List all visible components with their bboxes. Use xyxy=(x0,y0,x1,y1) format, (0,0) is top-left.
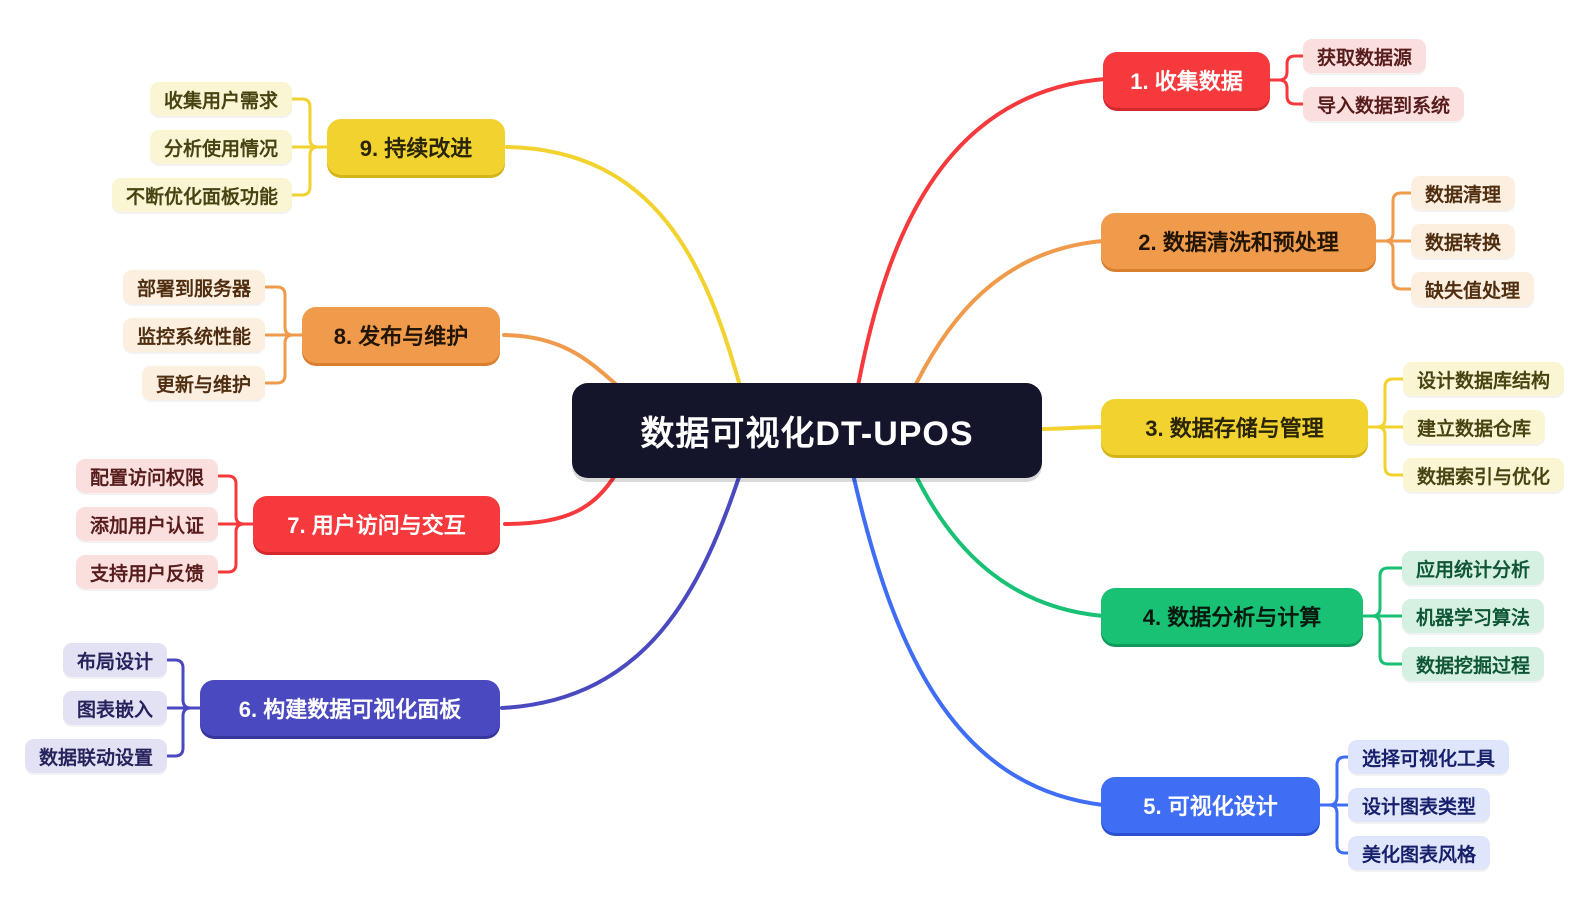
branch-7-subtopic-1[interactable]: 配置访问权限 xyxy=(75,459,218,493)
connector-center-branch-6 xyxy=(500,472,742,710)
connector-branch-3-child-3 xyxy=(1366,425,1405,477)
branch-1-subtopic-2[interactable]: 导入数据到系统 xyxy=(1303,87,1465,121)
connector-branch-1-child-2 xyxy=(1268,78,1305,106)
connector-branch-2-child-1 xyxy=(1374,191,1413,243)
connector-center-branch-5 xyxy=(851,472,1105,807)
branch-5-subtopic-1[interactable]: 选择可视化工具 xyxy=(1348,740,1510,774)
connector-branch-9-child-1 xyxy=(290,97,329,149)
branch-2-topic[interactable]: 2. 数据清洗和预处理 xyxy=(1101,213,1376,269)
connector-center-branch-2 xyxy=(913,239,1105,388)
branch-8-subtopic-1[interactable]: 部署到服务器 xyxy=(122,270,265,304)
branch-8-subtopic-2[interactable]: 监控系统性能 xyxy=(122,318,265,352)
branch-9-subtopic-2[interactable]: 分析使用情况 xyxy=(149,130,292,164)
branch-9-subtopic-3[interactable]: 不断优化面板功能 xyxy=(111,178,292,212)
branch-5-subtopic-3[interactable]: 美化图表风格 xyxy=(1348,836,1491,870)
branch-2-subtopic-1[interactable]: 数据清理 xyxy=(1411,176,1516,210)
branch-4-subtopic-3[interactable]: 数据挖掘过程 xyxy=(1402,647,1545,681)
connector-branch-1-child-1 xyxy=(1268,54,1305,82)
connector-branch-6-child-3 xyxy=(165,706,202,758)
branch-3-subtopic-3[interactable]: 数据索引与优化 xyxy=(1403,458,1565,492)
branch-7-subtopic-2[interactable]: 添加用户认证 xyxy=(75,507,218,541)
central-topic[interactable]: 数据可视化DT-UPOS xyxy=(572,383,1042,478)
connector-branch-9-child-3 xyxy=(290,145,329,197)
branch-7-topic[interactable]: 7. 用户访问与交互 xyxy=(253,496,500,552)
connector-center-branch-4 xyxy=(913,472,1105,618)
branch-5-subtopic-2[interactable]: 设计图表类型 xyxy=(1348,788,1491,822)
branch-5-topic[interactable]: 5. 可视化设计 xyxy=(1101,777,1320,833)
branch-6-subtopic-2[interactable]: 图表嵌入 xyxy=(62,691,167,725)
connector-branch-4-child-1 xyxy=(1361,566,1404,618)
branch-3-subtopic-2[interactable]: 建立数据仓库 xyxy=(1403,410,1546,444)
connector-branch-5-child-3 xyxy=(1318,803,1350,855)
connector-center-branch-3 xyxy=(1036,425,1105,431)
branch-1-subtopic-1[interactable]: 获取数据源 xyxy=(1303,39,1427,73)
branch-7-subtopic-3[interactable]: 支持用户反馈 xyxy=(75,555,218,589)
connector-center-branch-7 xyxy=(503,472,618,526)
connector-branch-3-child-1 xyxy=(1366,377,1405,429)
branch-6-topic[interactable]: 6. 构建数据可视化面板 xyxy=(200,680,500,736)
connector-branch-2-child-3 xyxy=(1374,239,1413,291)
branch-6-subtopic-3[interactable]: 数据联动设置 xyxy=(24,739,167,773)
connector-branch-8-child-3 xyxy=(263,333,304,385)
branch-3-subtopic-1[interactable]: 设计数据库结构 xyxy=(1403,362,1565,396)
branch-4-subtopic-1[interactable]: 应用统计分析 xyxy=(1402,551,1545,585)
branch-6-subtopic-1[interactable]: 布局设计 xyxy=(62,643,167,677)
branch-3-topic[interactable]: 3. 数据存储与管理 xyxy=(1101,399,1368,455)
connector-branch-7-child-3 xyxy=(216,522,255,574)
connector-center-branch-1 xyxy=(856,77,1107,388)
connector-branch-7-child-1 xyxy=(216,474,255,526)
branch-1-topic[interactable]: 1. 收集数据 xyxy=(1103,52,1270,108)
connector-center-branch-8 xyxy=(502,333,620,388)
branch-9-subtopic-1[interactable]: 收集用户需求 xyxy=(149,82,292,116)
branch-9-topic[interactable]: 9. 持续改进 xyxy=(327,119,505,175)
branch-2-subtopic-2[interactable]: 数据转换 xyxy=(1411,224,1516,258)
branch-4-subtopic-2[interactable]: 机器学习算法 xyxy=(1402,599,1545,633)
branch-4-topic[interactable]: 4. 数据分析与计算 xyxy=(1101,588,1363,644)
connector-branch-8-child-1 xyxy=(263,285,304,337)
connector-branch-6-child-1 xyxy=(165,658,202,710)
branch-8-topic[interactable]: 8. 发布与维护 xyxy=(302,307,500,363)
branch-2-subtopic-3[interactable]: 缺失值处理 xyxy=(1411,272,1535,306)
branch-8-subtopic-3[interactable]: 更新与维护 xyxy=(141,366,265,400)
connector-center-branch-9 xyxy=(505,145,742,388)
connector-branch-4-child-3 xyxy=(1361,614,1404,666)
connector-branch-5-child-1 xyxy=(1318,755,1350,807)
